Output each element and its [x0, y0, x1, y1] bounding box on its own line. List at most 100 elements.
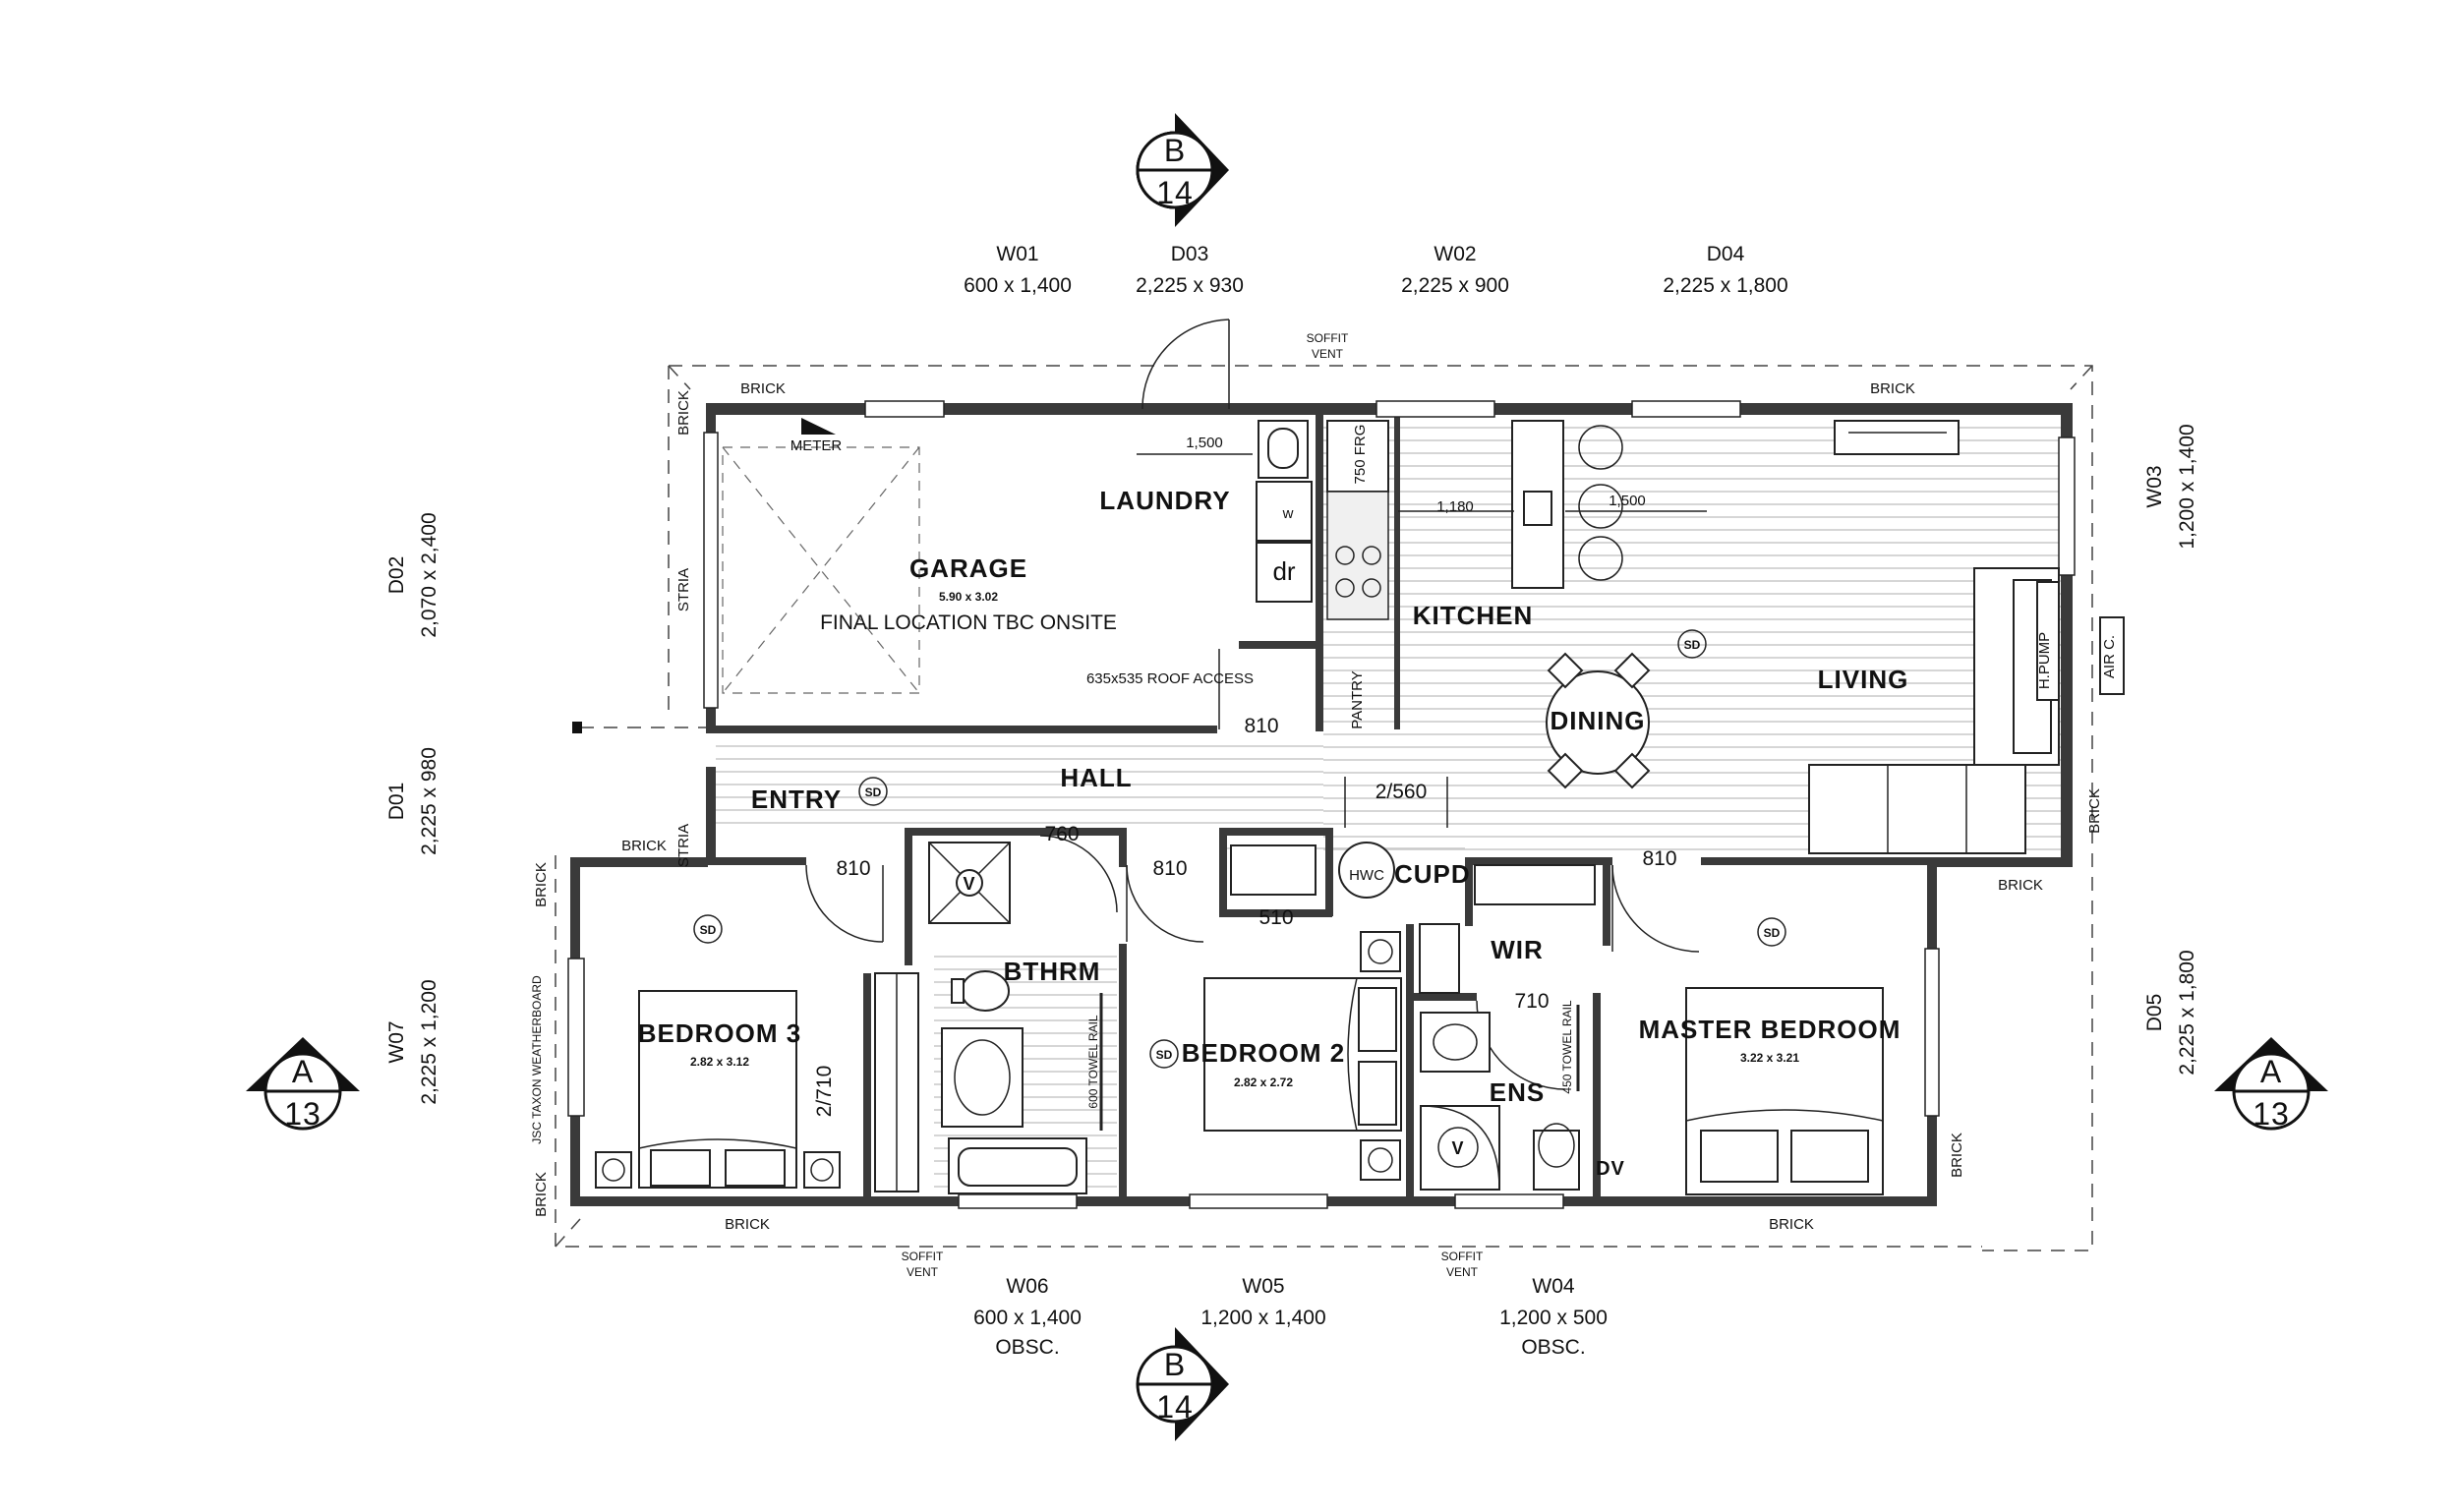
- room-garage-label: GARAGE: [909, 553, 1027, 583]
- soffit-vent-br-1: SOFFIT: [1441, 1250, 1484, 1263]
- sd-bed2-label: SD: [1156, 1048, 1173, 1062]
- brick-east-step: BRICK: [1998, 877, 2043, 894]
- brick-north-right: BRICK: [1870, 380, 1915, 397]
- sd-master: [1757, 917, 1786, 947]
- washer-label: w: [1282, 505, 1294, 522]
- soffit-vent-top-2: VENT: [1312, 347, 1344, 361]
- room-entry-label: ENTRY: [751, 785, 842, 814]
- section-a-number-right: 13: [2253, 1096, 2290, 1132]
- fridge-label: 750 FRG: [1352, 425, 1369, 485]
- dim-2560: 2/560: [1375, 781, 1428, 803]
- dim-1500-laundry: 1,500: [1186, 435, 1223, 451]
- dryer-label: dr: [1272, 556, 1295, 586]
- living-furniture: [1808, 567, 2125, 854]
- air-con-label: AIR C.: [2101, 635, 2118, 678]
- soffit-vent-bl-1: SOFFIT: [902, 1250, 944, 1263]
- stria-garage-label: STRIA: [675, 568, 692, 611]
- bedroom3-furniture: [595, 972, 919, 1192]
- dim-810-master: 810: [1642, 847, 1676, 870]
- soffit-vent-bl-2: VENT: [907, 1265, 939, 1279]
- master-furniture: [1685, 987, 1884, 1195]
- floor-hatching: [716, 427, 2061, 1188]
- dim-810-bed2: 810: [1152, 857, 1187, 880]
- section-marker-a-right: A 13: [2214, 1037, 2328, 1132]
- valve-bthrm-label: V: [963, 874, 975, 894]
- final-location-note: FINAL LOCATION TBC ONSITE: [820, 611, 1117, 634]
- pantry-label: PANTRY: [1349, 670, 1366, 728]
- d01-name: D01: [385, 783, 408, 821]
- w02-name: W02: [1434, 243, 1476, 265]
- dimension-lines: [1137, 453, 1707, 512]
- w07-size: 2,225 x 1,200: [418, 979, 440, 1104]
- room-ens-label: ENS: [1490, 1077, 1545, 1107]
- valve-ens-label: V: [1451, 1138, 1464, 1158]
- room-bedroom3-size: 2.82 x 3.12: [690, 1055, 749, 1069]
- soffit-vent-top-1: SOFFIT: [1307, 331, 1349, 345]
- room-laundry-label: LAUNDRY: [1099, 486, 1230, 515]
- section-a-letter-left: A: [292, 1054, 314, 1089]
- d05-name: D05: [2143, 994, 2166, 1032]
- w04-size: 1,200 x 500: [1499, 1307, 1608, 1329]
- section-b-letter: B: [1164, 133, 1186, 168]
- w05-name: W05: [1242, 1275, 1284, 1298]
- sd-entry-label: SD: [865, 785, 882, 799]
- room-bedroom2-size: 2.82 x 2.72: [1234, 1076, 1293, 1089]
- dim-1500-island: 1,500: [1609, 493, 1646, 509]
- sd-entry: [858, 777, 888, 806]
- sd-bed3-label: SD: [700, 923, 717, 937]
- hwc-label: HWC: [1349, 867, 1384, 884]
- d05-size: 2,225 x 1,800: [2176, 950, 2198, 1075]
- brick-west-top: BRICK: [533, 862, 550, 907]
- roof-outline: [555, 365, 2093, 1251]
- section-a-letter-right: A: [2260, 1054, 2282, 1089]
- room-bedroom3-label: BEDROOM 3: [638, 1018, 801, 1048]
- roof-access-note: 635x535 ROOF ACCESS: [1086, 670, 1254, 687]
- room-master-size: 3.22 x 3.21: [1740, 1051, 1799, 1065]
- soffit-vent-br-2: VENT: [1446, 1265, 1479, 1279]
- room-garage-size: 5.90 x 3.02: [939, 590, 998, 604]
- section-marker-a-left: A 13: [246, 1037, 360, 1132]
- room-kitchen-label: KITCHEN: [1413, 601, 1534, 630]
- dim-2710: 2/710: [813, 1066, 836, 1118]
- section-b-number: 14: [1156, 175, 1194, 210]
- w07-name: W07: [385, 1020, 408, 1063]
- dv-label: DV: [1596, 1158, 1625, 1180]
- room-master-label: MASTER BEDROOM: [1639, 1015, 1902, 1044]
- w06-note: OBSC.: [995, 1336, 1059, 1359]
- bedroom2-furniture: [1203, 931, 1402, 1181]
- bathroom-fixtures: [928, 842, 1103, 1194]
- w01-size: 600 x 1,400: [964, 274, 1072, 297]
- brick-entry: BRICK: [621, 838, 667, 854]
- sd-master-label: SD: [1764, 926, 1781, 940]
- brick-east: BRICK: [2086, 788, 2103, 834]
- ensuite-fixtures: [1420, 1005, 1580, 1191]
- section-b-letter-bottom: B: [1164, 1347, 1186, 1382]
- w06-size: 600 x 1,400: [973, 1307, 1082, 1329]
- dim-1180: 1,180: [1436, 498, 1474, 515]
- brick-south-right: BRICK: [1769, 1216, 1814, 1233]
- smoke-detectors: [693, 629, 1786, 1069]
- section-marker-b-bottom: B 14: [1136, 1327, 1229, 1441]
- d04-name: D04: [1707, 243, 1745, 265]
- room-cupd-label: CUPD: [1394, 859, 1471, 889]
- dim-760: 760: [1044, 823, 1079, 845]
- garage-truss-cross: [722, 446, 920, 694]
- w01-name: W01: [996, 243, 1038, 265]
- d03-name: D03: [1171, 243, 1209, 265]
- room-bedroom2-label: BEDROOM 2: [1182, 1038, 1345, 1068]
- d03-size: 2,225 x 930: [1136, 274, 1244, 297]
- room-living-label: LIVING: [1818, 665, 1909, 694]
- w02-size: 2,225 x 900: [1401, 274, 1509, 297]
- d02-name: D02: [385, 556, 408, 595]
- w04-name: W04: [1532, 1275, 1575, 1298]
- d02-size: 2,070 x 2,400: [418, 512, 440, 637]
- towel-rail-600-label: 600 TOWEL RAIL: [1086, 1015, 1100, 1108]
- opening-labels-top: W01 600 x 1,400 D03 2,225 x 930 W02 2,22…: [964, 243, 1788, 297]
- dim-810-garage: 810: [1244, 715, 1278, 737]
- sd-bed3: [693, 914, 723, 944]
- room-dining-label: DINING: [1551, 706, 1646, 735]
- wir-rails: [1419, 864, 1596, 994]
- brick-west-bottom: BRICK: [533, 1172, 550, 1217]
- towel-rail-450-label: 450 TOWEL RAIL: [1560, 1000, 1574, 1093]
- w03-name: W03: [2143, 465, 2166, 507]
